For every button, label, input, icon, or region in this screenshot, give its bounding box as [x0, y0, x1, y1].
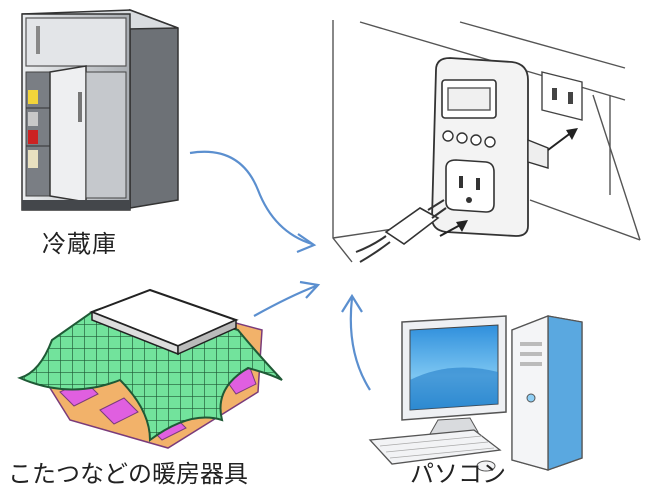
- refrigerator-icon: [21, 8, 179, 211]
- arrow-from-fridge: [189, 150, 313, 246]
- pc-label: パソコン: [410, 460, 506, 488]
- kotatsu-heater-icon: [17, 288, 283, 449]
- desktop-computer-icon: [368, 315, 583, 472]
- arrowhead-pc-icon: [341, 293, 363, 313]
- arrow-from-kotatsu: [253, 284, 317, 317]
- fridge-label: 冷蔵庫: [42, 230, 117, 258]
- arrowhead-fridge-icon: [296, 233, 317, 254]
- wattage-meter-plug-icon: [332, 20, 641, 263]
- arrowhead-kotatsu-icon: [299, 280, 321, 299]
- kotatsu-label: こたつなどの暖房器具: [8, 460, 248, 488]
- flow-arrows: [189, 150, 371, 391]
- arrow-from-pc: [349, 297, 371, 391]
